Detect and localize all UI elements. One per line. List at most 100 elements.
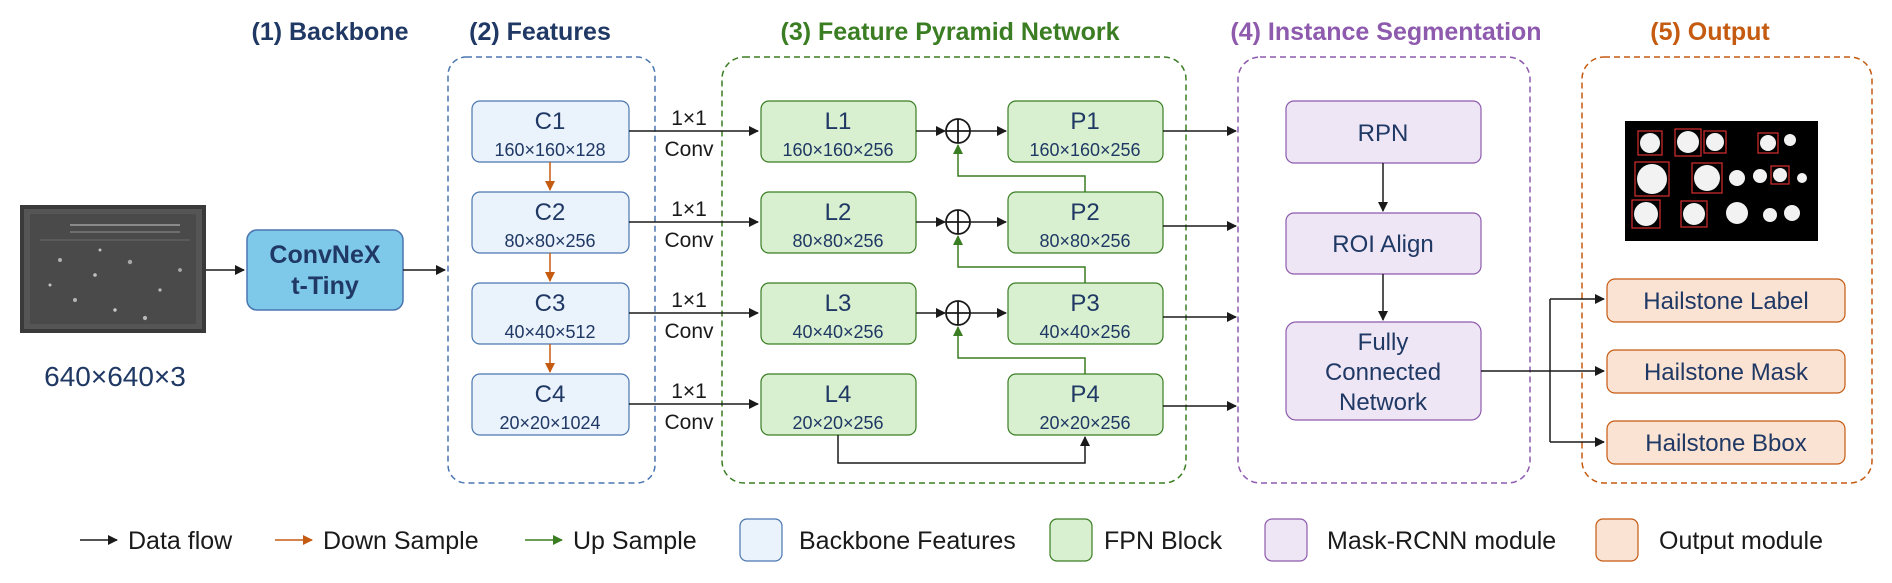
fully-connected-block: Fully Connected Network: [1285, 321, 1482, 421]
legend-backbone-features: Backbone Features: [739, 518, 1016, 562]
section-title-output: (5) Output: [1650, 18, 1770, 46]
lateral-l4-dims: 20×20×256: [792, 413, 883, 433]
conv-link-2: 1×1 Conv: [629, 198, 759, 252]
fc-label-line2: Connected: [1325, 359, 1441, 386]
fc-label-line1: Fully: [1358, 329, 1409, 356]
feature-c4-dims: 20×20×1024: [499, 413, 600, 433]
legend-mask-rcnn: Mask-RCNN module: [1264, 518, 1556, 562]
legend-down-sample-label: Down Sample: [323, 527, 479, 555]
legend-data-flow: Data flow: [80, 527, 233, 555]
sum-node-3: [916, 300, 1007, 326]
feature-c4-name: C4: [535, 381, 566, 408]
conv-label-bottom: Conv: [664, 138, 714, 161]
feature-c1-name: C1: [535, 108, 566, 135]
pyramid-p2-name: P2: [1070, 199, 1099, 226]
output-mask-text: Hailstone Mask: [1644, 359, 1809, 386]
conv-label-top: 1×1: [671, 289, 707, 312]
pyramid-p1-dims: 160×160×256: [1029, 140, 1140, 160]
feature-c3-dims: 40×40×512: [504, 322, 595, 342]
pyramid-p3: P3 40×40×256: [1007, 282, 1164, 345]
up-sample-arrow-p2-p1: [953, 144, 1086, 192]
lateral-l3-dims: 40×40×256: [792, 322, 883, 342]
legend-up-sample: Up Sample: [525, 527, 697, 555]
legend: Data flow Down Sample Up Sample Backbone…: [80, 518, 1823, 562]
conv-link-3: 1×1 Conv: [629, 289, 759, 343]
lateral-l1: L1 160×160×256: [760, 100, 917, 163]
conv-link-4: 1×1 Conv: [629, 380, 759, 434]
conv-label-top: 1×1: [671, 107, 707, 130]
legend-output-module: Output module: [1595, 518, 1823, 562]
conv-label-top: 1×1: [671, 198, 707, 221]
roi-align-block: ROI Align: [1285, 212, 1482, 275]
lateral-l4: L4 20×20×256: [760, 373, 917, 436]
lateral-l3-name: L3: [825, 290, 852, 317]
pyramid-p3-name: P3: [1070, 290, 1099, 317]
output-group: [1581, 56, 1873, 484]
output-hailstone-bbox: Hailstone Bbox: [1606, 420, 1846, 465]
lateral-l1-dims: 160×160×256: [782, 140, 893, 160]
lateral-l1-name: L1: [825, 108, 852, 135]
section-title-backbone: (1) Backbone: [252, 18, 409, 46]
input-dimensions: 640×640×3: [44, 361, 186, 392]
arrow-l4-to-p4: [837, 435, 1090, 464]
up-sample-arrow-p4-p3: [953, 326, 1086, 374]
legend-output-module-label: Output module: [1659, 527, 1823, 555]
pyramid-p4-dims: 20×20×256: [1039, 413, 1130, 433]
conv-label-bottom: Conv: [664, 229, 714, 252]
feature-c2-dims: 80×80×256: [504, 231, 595, 251]
feature-c4: C4 20×20×1024: [471, 373, 630, 436]
pyramid-p2: P2 80×80×256: [1007, 191, 1164, 254]
lateral-l2: L2 80×80×256: [760, 191, 917, 254]
conv-label-bottom: Conv: [664, 320, 714, 343]
convnext-label-line1: ConvNeX: [269, 241, 380, 269]
section-title-instance-segmentation: (4) Instance Segmentation: [1230, 18, 1541, 46]
rpn-block: RPN: [1285, 100, 1482, 164]
pyramid-p3-dims: 40×40×256: [1039, 322, 1130, 342]
output-mask-image: [1625, 121, 1818, 241]
lateral-l2-name: L2: [825, 199, 852, 226]
legend-mask-rcnn-label: Mask-RCNN module: [1327, 527, 1556, 555]
output-bbox-text: Hailstone Bbox: [1645, 430, 1806, 457]
section-title-features: (2) Features: [469, 18, 611, 46]
legend-fpn-block-label: FPN Block: [1104, 527, 1223, 555]
pyramid-p1-name: P1: [1070, 108, 1099, 135]
feature-c1-dims: 160×160×128: [494, 140, 605, 160]
lateral-l4-name: L4: [825, 381, 852, 408]
input-image: [20, 205, 206, 333]
output-label-text: Hailstone Label: [1643, 288, 1808, 315]
legend-fpn-block: FPN Block: [1049, 518, 1223, 562]
lateral-l3: L3 40×40×256: [760, 282, 917, 345]
features-group: [447, 56, 656, 484]
output-hailstone-mask: Hailstone Mask: [1606, 349, 1846, 394]
feature-c3-name: C3: [535, 290, 566, 317]
feature-c3: C3 40×40×512: [471, 282, 630, 345]
roi-align-label: ROI Align: [1332, 231, 1433, 258]
sum-node-2: [916, 209, 1007, 235]
fc-label-line3: Network: [1339, 389, 1428, 416]
instance-segmentation-group: [1237, 56, 1531, 484]
legend-backbone-features-label: Backbone Features: [799, 527, 1016, 555]
output-hailstone-label: Hailstone Label: [1606, 278, 1846, 323]
legend-data-flow-label: Data flow: [128, 527, 233, 555]
sum-node-1: [916, 118, 1007, 144]
rpn-label: RPN: [1358, 120, 1409, 147]
feature-c1: C1 160×160×128: [471, 100, 630, 163]
fc-to-outputs-connector: [1481, 294, 1605, 447]
convnext-label-line2: t-Tiny: [291, 272, 359, 300]
section-title-fpn: (3) Feature Pyramid Network: [781, 18, 1120, 46]
up-sample-arrow-p3-p2: [953, 235, 1086, 283]
fpn-group: [721, 56, 1187, 484]
pyramid-p2-dims: 80×80×256: [1039, 231, 1130, 251]
legend-up-sample-label: Up Sample: [573, 527, 697, 555]
conv-link-1: 1×1 Conv: [629, 107, 759, 161]
pyramid-p4: P4 20×20×256: [1007, 373, 1164, 436]
feature-c2-name: C2: [535, 199, 566, 226]
conv-label-top: 1×1: [671, 380, 707, 403]
legend-down-sample: Down Sample: [275, 527, 479, 555]
pyramid-p4-name: P4: [1070, 381, 1099, 408]
pyramid-p1: P1 160×160×256: [1007, 100, 1164, 163]
conv-label-bottom: Conv: [664, 411, 714, 434]
lateral-l2-dims: 80×80×256: [792, 231, 883, 251]
feature-c2: C2 80×80×256: [471, 191, 630, 254]
